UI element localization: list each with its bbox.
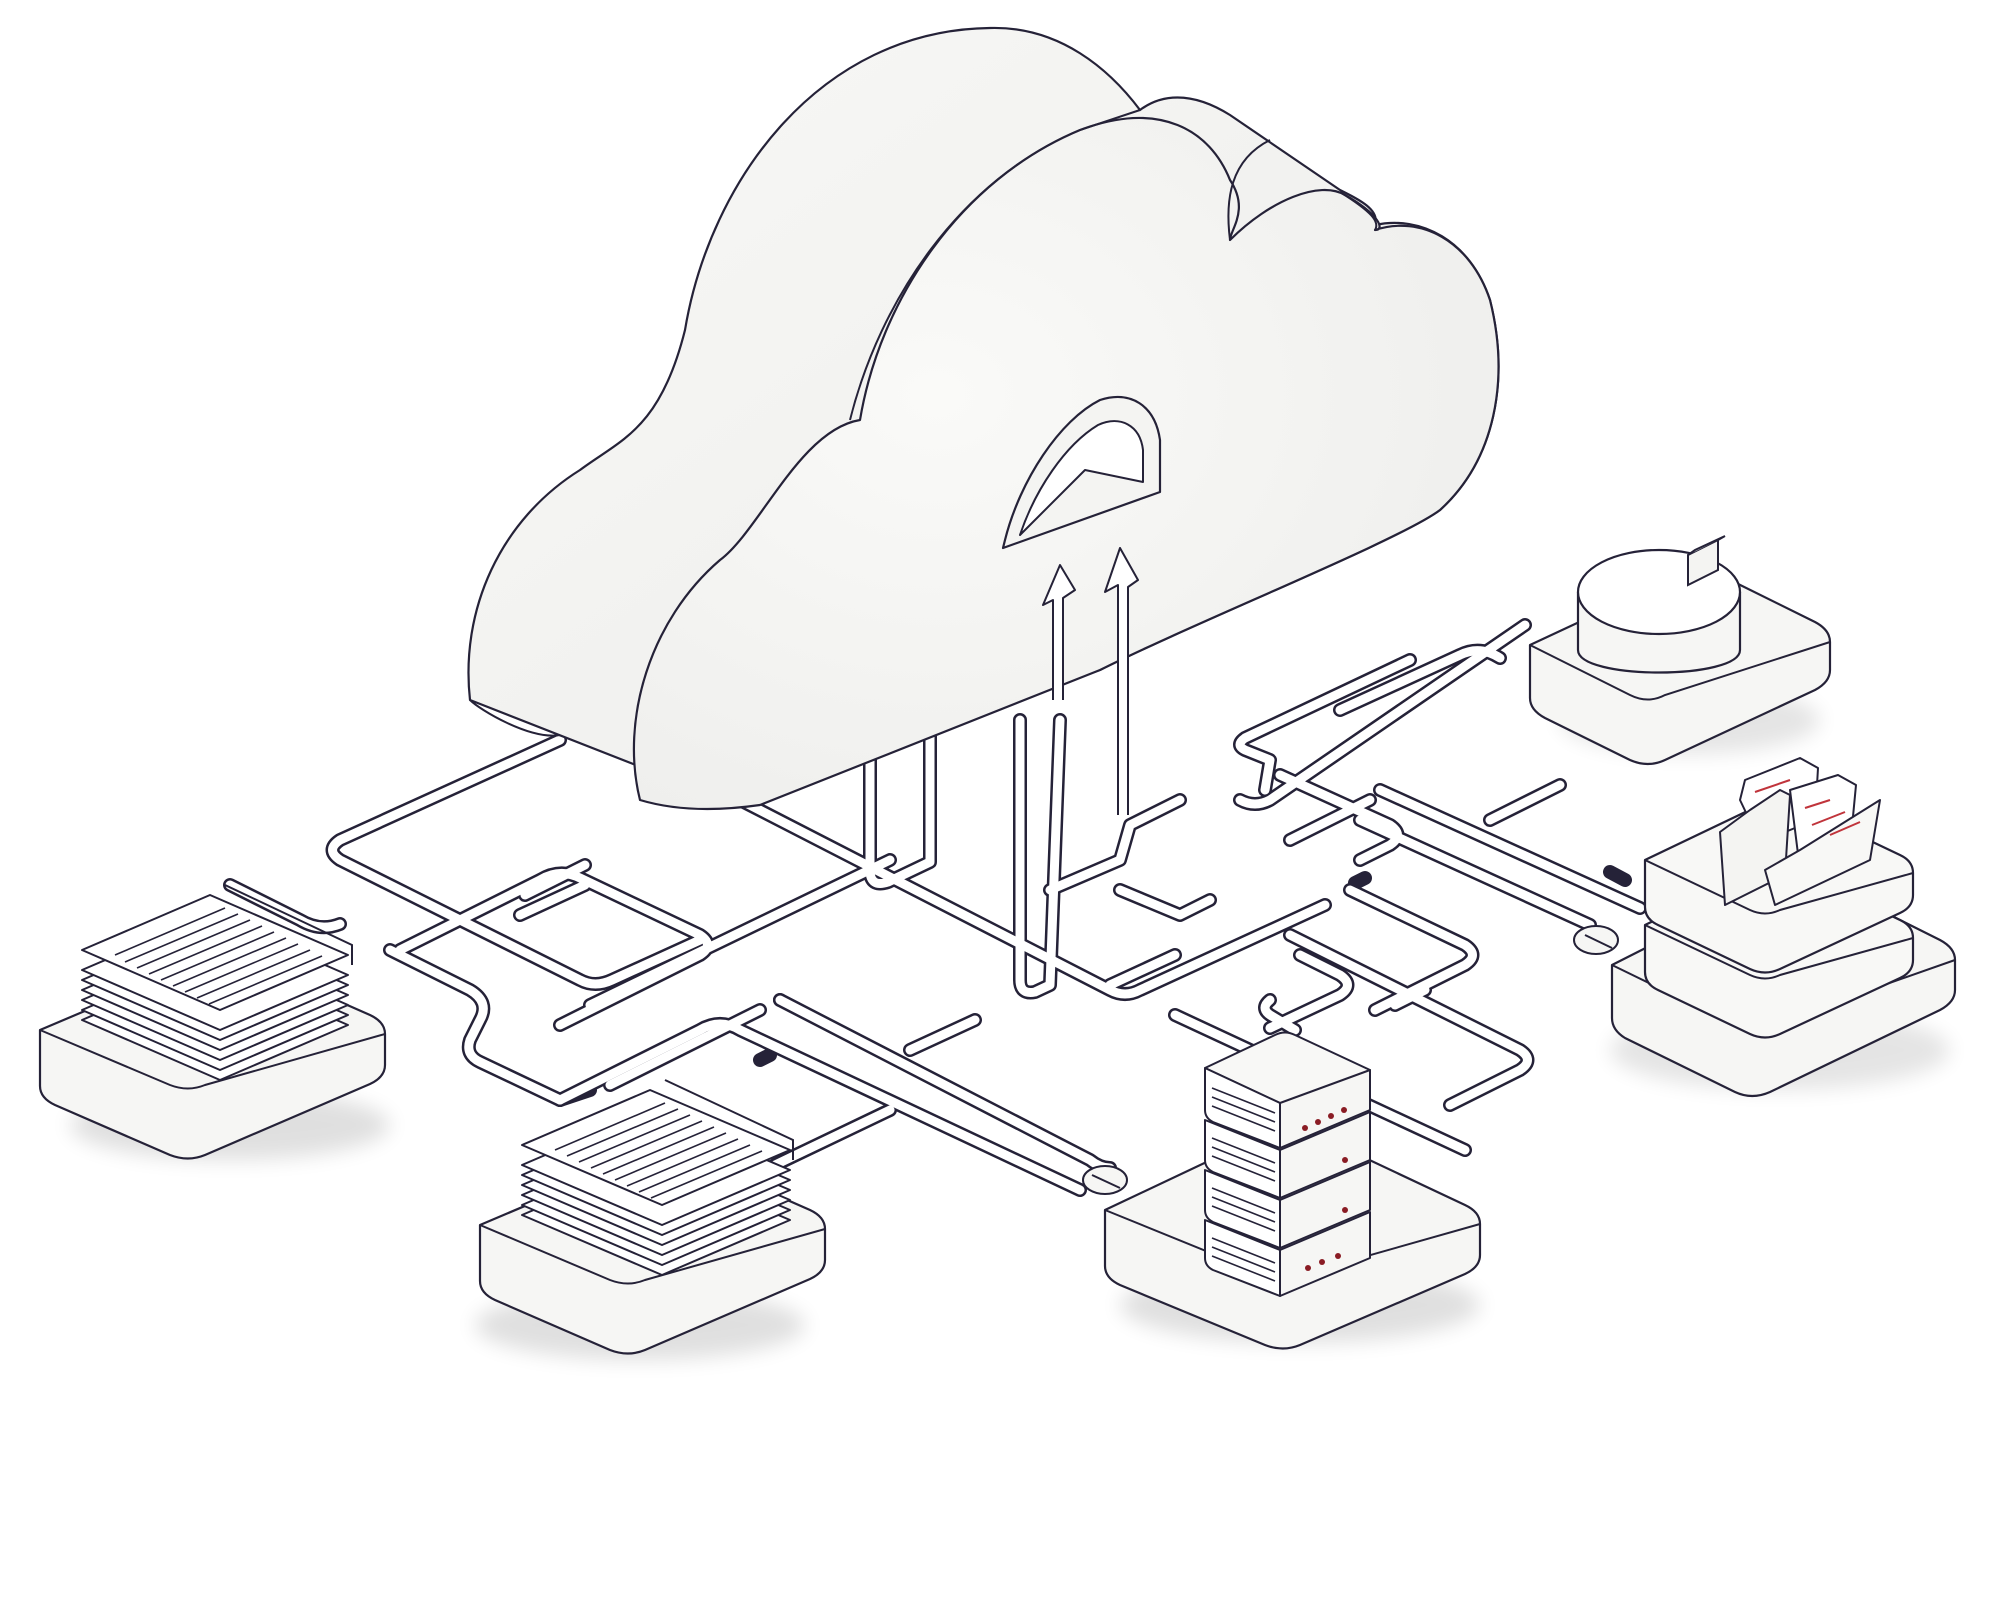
file-folder-node [1573,757,1957,1098]
upload-dome-inner [1019,420,1144,536]
storage-array-center [475,1079,827,1360]
server-units [1204,1031,1371,1297]
server-rack-node [1082,1031,1482,1350]
server-unit-1 [1204,1067,1281,1149]
connector-pipes [223,618,1647,1197]
cloud-depth-line-2 [1227,139,1271,241]
plug-connector-icon [1573,925,1619,955]
disk-ridges-left [114,907,323,1005]
cloud-depth-line-3 [1339,191,1378,231]
storage-array-left [38,884,390,1160]
upload-arrow-right-icon [1104,547,1139,815]
pipe-network-inner [225,620,1645,1195]
disk-ridges-center [554,1102,763,1199]
server-unit-3-led [1342,1207,1348,1213]
database-node [1528,535,1832,766]
server-unit-1-leds [1302,1107,1347,1131]
cloud-depth-line-4 [469,699,561,737]
upload-arrow-left-icon [1042,564,1076,700]
storage-left-side [224,884,353,965]
cloud-icon [467,26,1500,815]
documents-icon [1719,757,1881,906]
cloud-depth-line-1 [849,109,1141,421]
server-unit-4-leds [1305,1253,1341,1271]
plug-connector-icon [1082,1165,1128,1195]
server-unit-4 [1204,1219,1281,1297]
server-unit-2-led [1342,1157,1348,1163]
disk-stack-center [521,1089,791,1276]
